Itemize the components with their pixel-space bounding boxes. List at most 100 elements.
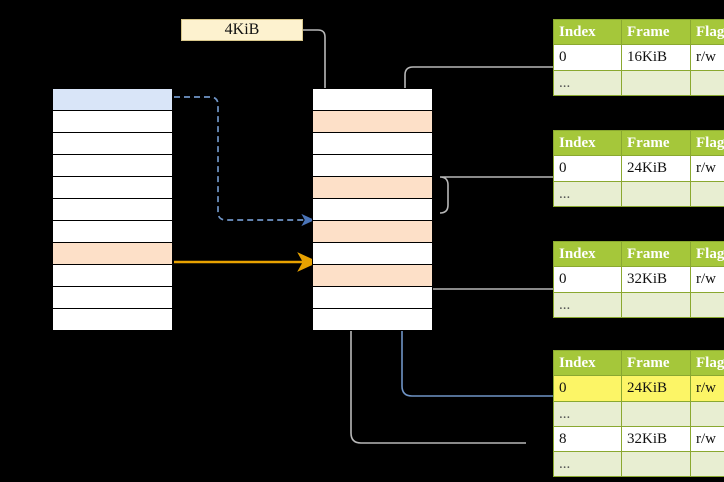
physical-memory-row-cell [312, 88, 433, 111]
connector-table2-to-frame [439, 176, 553, 214]
virtual-memory-row-cell [52, 88, 173, 111]
column-header-flags: Flags [690, 240, 724, 268]
physical-memory-row-cell [312, 132, 433, 155]
table-cell: 0 [553, 375, 622, 402]
virtual-memory-row-cell [52, 110, 173, 133]
virtual-memory-row-cell [52, 176, 173, 199]
virtual-memory-row [52, 242, 173, 265]
column-header-frame: Frame [621, 349, 691, 377]
table-cell: r/w [690, 375, 724, 402]
table-cell [690, 180, 724, 207]
virtual-rows-body [52, 88, 173, 331]
table-cell: ... [553, 291, 622, 318]
physical-memory-column [312, 88, 433, 331]
column-header-index: Index [553, 349, 622, 377]
column-header-index: Index [553, 240, 622, 268]
page-table-1-head: IndexFrameFlags [553, 129, 724, 157]
page-table-header-row: IndexFrameFlags [553, 349, 724, 377]
page-table-3-head: IndexFrameFlags [553, 349, 724, 377]
table-cell [690, 400, 724, 427]
physical-memory-row-cell [312, 176, 433, 199]
table-cell: 0 [553, 44, 622, 71]
column-header-flags: Flags [690, 349, 724, 377]
page-table-header-row: IndexFrameFlags [553, 18, 724, 46]
table-cell: ... [553, 180, 622, 207]
physical-memory-row-cell [312, 286, 433, 309]
virtual-memory-row [52, 198, 173, 221]
connector-size-to-frame [303, 29, 331, 119]
size-label-text: 4KiB [224, 21, 260, 38]
virtual-memory-row [52, 220, 173, 243]
virtual-memory-row [52, 132, 173, 155]
table-row[interactable]: ... [553, 180, 724, 207]
physical-memory-row [312, 220, 433, 243]
table-row[interactable]: ... [553, 69, 724, 96]
virtual-memory-row [52, 264, 173, 287]
physical-memory-row-cell [312, 308, 433, 331]
table-cell [621, 69, 691, 96]
column-header-index: Index [553, 18, 622, 46]
table-row[interactable]: ... [553, 450, 724, 478]
column-header-index: Index [553, 129, 622, 157]
physical-memory-row-cell [312, 242, 433, 265]
table-cell [690, 291, 724, 318]
virtual-memory-row-cell [52, 242, 173, 265]
physical-memory-row [312, 286, 433, 309]
table-cell: 24KiB [621, 155, 691, 182]
virtual-memory-row-cell [52, 286, 173, 309]
physical-memory-row [312, 88, 433, 111]
table-cell: 0 [553, 155, 622, 182]
table-cell [621, 450, 691, 478]
connector-table4-row0-to-frame [396, 217, 553, 397]
table-row[interactable]: ... [553, 400, 724, 427]
physical-memory-row [312, 308, 433, 331]
physical-rows-body [312, 88, 433, 331]
connector-table4-row8-to-frame [345, 261, 526, 444]
table-cell: ... [553, 450, 622, 478]
virtual-memory-row-cell [52, 264, 173, 287]
table-row[interactable]: ... [553, 291, 724, 318]
virtual-memory-row [52, 88, 173, 111]
column-header-frame: Frame [621, 18, 691, 46]
physical-memory-row [312, 176, 433, 199]
table-cell: 24KiB [621, 375, 691, 402]
physical-memory-row [312, 264, 433, 287]
table-cell: 16KiB [621, 44, 691, 71]
column-header-frame: Frame [621, 129, 691, 157]
physical-memory-row [312, 154, 433, 177]
physical-memory-row-cell [312, 110, 433, 133]
table-cell: r/w [690, 425, 724, 453]
connector-virtual-to-physical-dashed [174, 96, 315, 227]
table-cell: r/w [690, 155, 724, 182]
virtual-memory-row [52, 286, 173, 309]
table-cell [690, 69, 724, 96]
physical-memory-row-cell [312, 264, 433, 287]
physical-memory-row-cell [312, 220, 433, 243]
physical-memory-row [312, 198, 433, 221]
virtual-memory-row-cell [52, 220, 173, 243]
table-cell: r/w [690, 44, 724, 71]
virtual-memory-row [52, 110, 173, 133]
page-table-2-head: IndexFrameFlags [553, 240, 724, 268]
table-cell [690, 450, 724, 478]
table-cell: 0 [553, 266, 622, 293]
physical-memory-row-cell [312, 154, 433, 177]
table-cell [621, 291, 691, 318]
physical-memory-row [312, 110, 433, 133]
column-header-flags: Flags [690, 129, 724, 157]
column-header-frame: Frame [621, 240, 691, 268]
page-table-header-row: IndexFrameFlags [553, 129, 724, 157]
table-cell: ... [553, 69, 622, 96]
virtual-memory-row-cell [52, 132, 173, 155]
